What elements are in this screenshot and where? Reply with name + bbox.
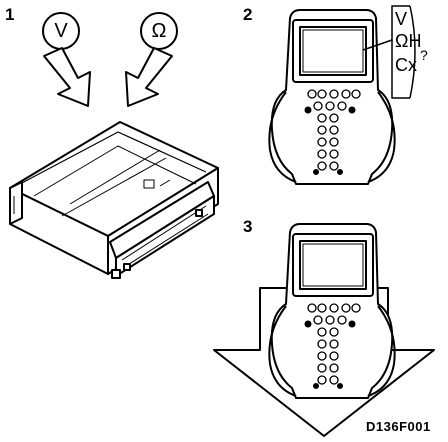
- step-number-1: 1: [5, 5, 15, 24]
- handheld-scan-tool-icon-step3: [268, 223, 396, 399]
- measurement-ohm: ΩH: [395, 31, 422, 51]
- step-number-2: 2: [243, 5, 253, 24]
- measurement-extra-glyph: ?: [420, 47, 428, 63]
- figure-code: D136F001: [366, 419, 431, 434]
- measurement-volt: V: [395, 9, 408, 29]
- down-arrow-icon-right: [125, 47, 173, 107]
- electronic-module-icon: [9, 121, 219, 279]
- ohm-symbol: Ω: [140, 12, 178, 50]
- step-number-3: 3: [243, 217, 253, 236]
- down-arrow-icon-left: [43, 47, 91, 107]
- handheld-scan-tool-icon-step2: [268, 5, 416, 185]
- measurement-capacitance: Cx: [395, 55, 417, 75]
